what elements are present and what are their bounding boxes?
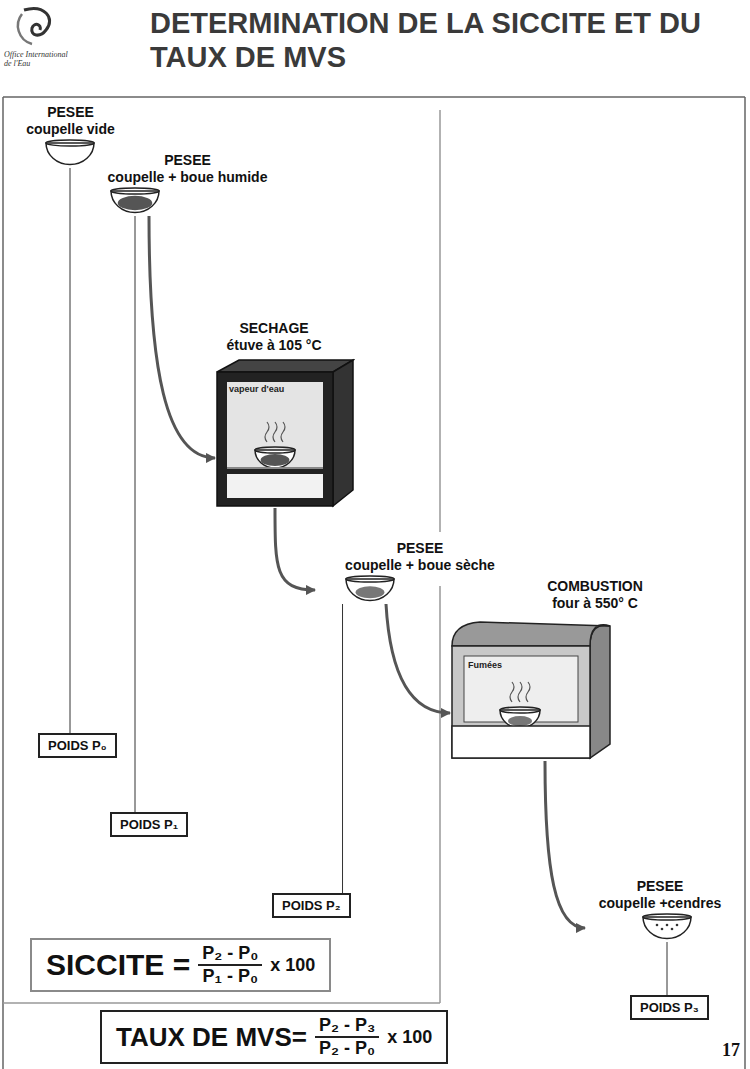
leader-line [667,942,668,995]
step-description: étuve à 105 °C [215,337,333,354]
inner-caption: vapeur d'eau [229,384,284,394]
weight-label: POIDS P₂ [282,898,341,913]
weight-box: POIDS P₀ [38,733,117,758]
cup-drawing-art [585,912,735,942]
step-description: coupelle +cendres [585,895,735,912]
flow-arrow [386,604,450,713]
denominator: P₂ - P₀ [315,1038,379,1058]
weighing-cup: PESEEcoupelle + boue sèche [315,540,525,604]
outer-frame [3,97,745,1069]
weight-box: POIDS P₂ [272,893,351,918]
logo-text-holder: Office International de l'Eau [4,50,70,68]
step-heading: COMBUSTION [540,578,650,595]
flow-arrow [545,761,585,928]
formula-box: TAUX DE MVS= P₂ - P₃P₂ - P₀ x 100 [100,1010,448,1064]
leader-line [135,216,136,812]
step-description: coupelle + boue humide [80,169,295,186]
oven-drawing: vapeur d'eau [215,358,355,508]
logo-mark [18,9,50,44]
drying-oven: SECHAGEétuve à 105 °C vapeur d'eau [215,320,355,508]
weight-box: POIDS P₁ [110,812,188,837]
fraction: P₂ - P₃P₂ - P₀ [315,1016,379,1058]
furnace-drawing-art [450,616,614,761]
weight-label: POIDS P₃ [640,1000,699,1015]
step-description: coupelle vide [8,121,133,138]
step-heading: PESEE [315,540,525,557]
cup-drawing [80,186,295,216]
weighing-cup: PESEEcoupelle +cendres [585,878,735,942]
flow-arrow [275,508,315,590]
numerator: P₂ - P₀ [198,944,262,966]
inner-caption: Fumées [468,660,502,670]
muffle-furnace: COMBUSTIONfour à 550° C Fumées [450,578,650,761]
multiplier: x 100 [270,955,315,976]
step-heading: PESEE [585,878,735,895]
formula-name: SICCITE = [46,948,190,982]
step-heading: PESEE [80,152,295,169]
page-number-holder: 17 [700,1040,740,1060]
title-block: DETERMINATION DE LA SICCITE ET DU TAUX D… [150,6,742,74]
formula-box: SICCITE =P₂ - P₀P₁ - P₀x 100 [30,938,331,992]
step-description: four à 550° C [540,595,650,612]
cup-drawing-art [8,138,133,168]
leader-line [70,168,71,733]
leader-line [342,604,343,893]
weight-label: POIDS P₀ [48,738,107,753]
step-description: coupelle + boue sèche [315,557,525,574]
oven-drawing-art [215,358,355,508]
cup-drawing [315,574,525,604]
step-heading: PESEE [8,104,133,121]
weight-label: POIDS P₁ [120,817,178,832]
multiplier: x 100 [387,1027,432,1048]
denominator: P₁ - P₀ [198,966,262,986]
oven-heading: SECHAGEétuve à 105 °C [215,320,333,354]
weight-box: POIDS P₃ [630,995,709,1020]
logo-text: Office International de l'Eau [4,50,70,68]
weighing-cup: PESEEcoupelle vide [8,104,133,168]
cup-drawing [8,138,133,168]
weighing-cup: PESEEcoupelle + boue humide [80,152,295,216]
cup-drawing-art [315,574,525,604]
fraction: P₂ - P₀P₁ - P₀ [198,944,262,986]
numerator: P₂ - P₃ [315,1016,379,1038]
flow-arrow [149,216,215,458]
formula-name: TAUX DE MVS= [116,1022,307,1052]
cup-drawing-art [80,186,295,216]
cup-drawing [585,912,735,942]
furnace-heading: COMBUSTIONfour à 550° C [540,578,650,612]
step-heading: SECHAGE [215,320,333,337]
furnace-drawing: Fumées [450,616,614,761]
inner-frame [3,110,440,1003]
title: DETERMINATION DE LA SICCITE ET DU TAUX D… [150,6,742,74]
page-number: 17 [700,1040,740,1060]
